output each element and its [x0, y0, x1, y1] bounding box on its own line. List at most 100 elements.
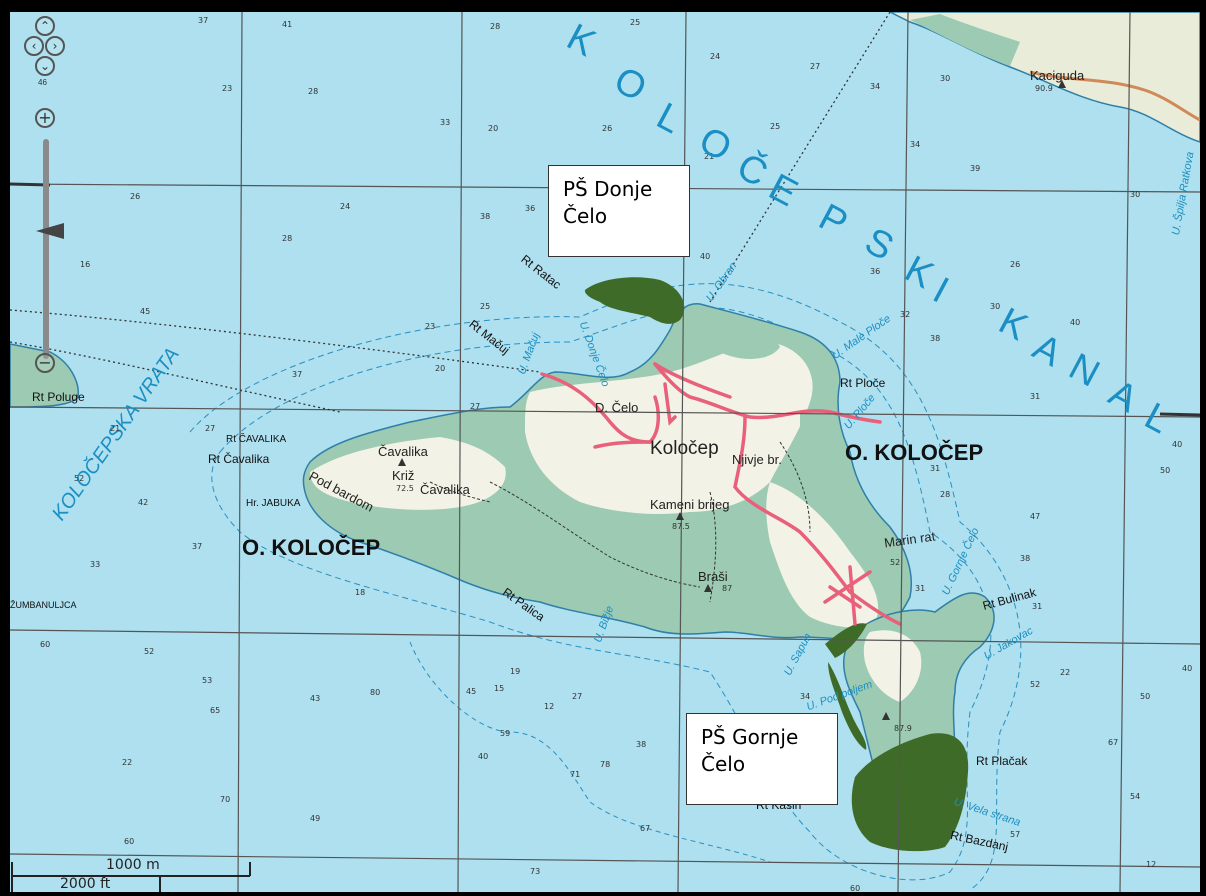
- depth-sounding: 67: [1108, 738, 1119, 747]
- depth-sounding: 28: [490, 22, 501, 31]
- depth-sounding: 41: [282, 20, 293, 29]
- chevron-right-icon: ›: [52, 39, 58, 53]
- depth-sounding: 42: [138, 498, 149, 507]
- green-patch-2: [800, 410, 840, 449]
- mainland-vegetation: [910, 14, 1020, 66]
- depth-contour-inner: [189, 283, 1022, 891]
- depth-sounding: 50: [1140, 692, 1151, 701]
- depth-sounding: 36: [870, 267, 881, 276]
- callout-ps-donje-celo: PŠ Donje Čelo: [548, 165, 690, 257]
- depth-sounding: 23: [425, 322, 436, 331]
- depth-sounding: 27: [470, 402, 481, 411]
- depth-sounding: 37: [292, 370, 303, 379]
- chevron-up-icon: ⌃: [39, 19, 51, 33]
- depth-sounding: 57: [1010, 830, 1021, 839]
- depth-sounding: 25: [630, 18, 641, 27]
- depth-sounding: 67: [640, 824, 651, 833]
- height-markers: [398, 80, 1066, 720]
- depth-sounding: 30: [940, 74, 951, 83]
- depth-sounding: 40: [1070, 318, 1081, 327]
- forest-strip: [825, 623, 867, 750]
- depth-sounding: 27: [205, 424, 216, 433]
- depth-sounding: 78: [600, 760, 611, 769]
- depth-sounding: 59: [500, 729, 511, 738]
- depth-sounding: 23: [222, 84, 233, 93]
- depth-sounding: 20: [488, 124, 499, 133]
- depth-sounding: 27: [810, 62, 821, 71]
- depth-sounding: 33: [90, 560, 101, 569]
- depth-sounding: 43: [310, 694, 321, 703]
- depth-sounding: 38: [1020, 554, 1031, 563]
- depth-sounding: 47: [1030, 512, 1041, 521]
- depth-sounding: 22: [1060, 668, 1071, 677]
- scale-imperial-label: 2000 ft: [60, 876, 111, 892]
- depth-sounding: 45: [466, 687, 477, 696]
- depth-sounding: 20: [435, 364, 446, 373]
- depth-sounding: 24: [710, 52, 721, 61]
- depth-sounding: 19: [510, 667, 521, 676]
- depth-sounding: 37: [192, 542, 203, 551]
- depth-sounding: 31: [930, 464, 941, 473]
- depth-sounding: 37: [198, 16, 209, 25]
- zoom-in-button[interactable]: +: [35, 108, 55, 128]
- depth-sounding: 28: [940, 490, 951, 499]
- depth-sounding: 30: [1130, 190, 1141, 199]
- forest-zone-gornje-celo: [851, 733, 969, 852]
- map-frame[interactable]: KOLOČEPSKA VRATA O. KOLOČEP O. KOLOČEP K…: [10, 12, 1200, 892]
- depth-sounding: 60: [124, 837, 135, 846]
- plus-icon: +: [38, 108, 52, 127]
- depth-sounding: 16: [80, 260, 91, 269]
- scale-bar: 1000 m 2000 ft: [10, 854, 270, 892]
- depth-sounding: 52: [1030, 680, 1041, 689]
- depth-sounding: 60: [40, 640, 51, 649]
- depth-sounding: 12: [544, 702, 555, 711]
- green-patch: [705, 312, 780, 359]
- depth-sounding: 31: [915, 584, 926, 593]
- depth-sounding: 22: [122, 758, 133, 767]
- depth-sounding: 15: [494, 684, 505, 693]
- pan-down-button[interactable]: ⌄: [35, 56, 55, 76]
- pan-right-button[interactable]: ›: [45, 36, 65, 56]
- zoom-slider-thumb[interactable]: [36, 223, 64, 240]
- depth-sounding: 45: [140, 307, 151, 316]
- depth-sounding: 60: [850, 884, 861, 892]
- depth-sounding: 27: [572, 692, 583, 701]
- depth-sounding: 40: [478, 752, 489, 761]
- nav-small-label: 46: [38, 78, 47, 87]
- depth-sounding: 25: [480, 302, 491, 311]
- depth-sounding: 80: [370, 688, 381, 697]
- scale-bar-graphic: [11, 862, 251, 892]
- depth-sounding: 28: [282, 234, 293, 243]
- depth-sounding: 40: [1172, 440, 1183, 449]
- built-area-west: [310, 437, 506, 510]
- zoom-out-button[interactable]: −: [35, 353, 55, 373]
- depth-sounding: 34: [870, 82, 881, 91]
- pan-left-button[interactable]: ‹: [24, 36, 44, 56]
- ferry-routes: [10, 12, 891, 413]
- mainland-road: [1029, 70, 1200, 122]
- depth-sounding: 52: [890, 558, 901, 567]
- forest-zone-donje-celo: [584, 277, 685, 324]
- depth-sounding: 38: [480, 212, 491, 221]
- depth-sounding: 28: [308, 87, 319, 96]
- depth-sounding: 25: [770, 122, 781, 131]
- depth-sounding: 12: [1146, 860, 1157, 869]
- chevron-down-icon: ⌄: [39, 59, 51, 73]
- depth-sounding: 36: [525, 204, 536, 213]
- depth-sounding: 34: [910, 140, 921, 149]
- built-area-center: [525, 342, 813, 514]
- depth-sounding: 26: [130, 192, 141, 201]
- depth-sounding: 52: [144, 647, 155, 656]
- depth-sounding: 30: [990, 302, 1001, 311]
- depth-sounding: 65: [210, 706, 221, 715]
- depth-sounding: 18: [355, 588, 366, 597]
- depth-sounding: 26: [602, 124, 613, 133]
- depth-sounding: 34: [800, 692, 811, 701]
- depth-sounding: 31: [1032, 602, 1043, 611]
- depth-sounding: 54: [1130, 792, 1141, 801]
- zoom-slider-track[interactable]: [43, 139, 49, 359]
- depth-sounding: 39: [970, 164, 981, 173]
- pan-up-button[interactable]: ⌃: [35, 16, 55, 36]
- topographic-map[interactable]: [10, 12, 1200, 892]
- depth-sounding: 52: [74, 474, 85, 483]
